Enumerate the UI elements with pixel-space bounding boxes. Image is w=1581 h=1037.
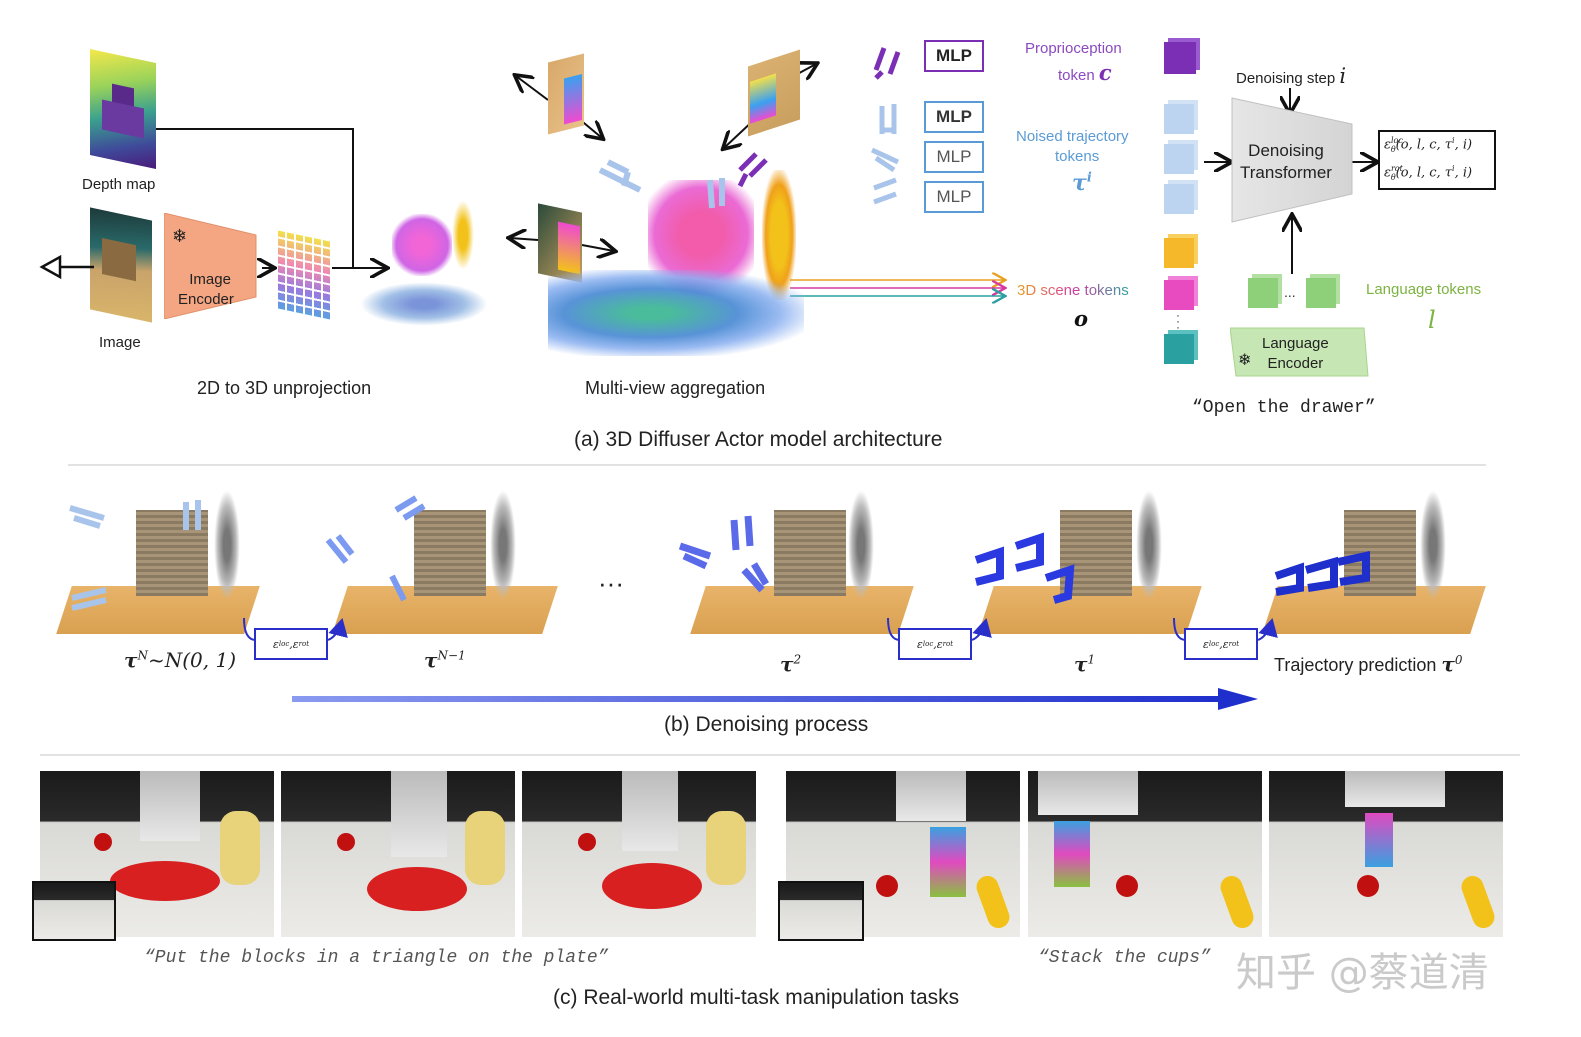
gripper-icons-aggregation [598, 152, 768, 209]
caption-b: (b) Denoising process [664, 713, 869, 736]
camera-icon [39, 254, 94, 280]
instruction-text: “Open the drawer” [1192, 398, 1376, 418]
trajectory-grippers [69, 495, 1370, 611]
language-tokens-label: Language tokens [1366, 281, 1482, 298]
divider-b [40, 754, 1520, 756]
step-symbol: i [1339, 64, 1347, 88]
tau-n-label: τN~N(0, 1) [124, 648, 236, 672]
language-dots: ... [1284, 284, 1296, 300]
trajectory-prediction-label: Trajectory prediction τ0 [1274, 652, 1463, 676]
snowflake-icon-language: ❄ [1238, 352, 1252, 369]
image-encoder-text: Image Encoder [178, 271, 234, 308]
tau-1-label: τ1 [1074, 652, 1096, 676]
scene-cube-1 [1164, 238, 1194, 268]
trajectory-cube-3 [1164, 184, 1194, 214]
output-box [1378, 130, 1496, 190]
task2-photo-2 [1028, 771, 1262, 937]
scene-cube-dots: ··· [1176, 308, 1180, 334]
output-loc: εlocθ(o, l, c, τi, i) [1384, 136, 1473, 154]
denoising-step-label: Denoising step i [1236, 64, 1347, 88]
scene-tau-2 [690, 486, 914, 636]
arrows-a [156, 0, 1581, 460]
tau-i-symbol: τi [1072, 170, 1092, 196]
noised-tokens-label: tokens [1055, 148, 1100, 165]
snowflake-icon: ❄ [172, 226, 188, 246]
output-rot: εrotθ(o, l, c, τi, i) [1384, 164, 1473, 182]
scene-cube-2 [1164, 280, 1194, 310]
trajectory-cube-1 [1164, 104, 1194, 134]
mlp-trajectory-3: MLP [924, 181, 984, 213]
caption-a: (a) 3D Diffuser Actor model architecture [574, 428, 943, 451]
task2-inset [778, 881, 864, 941]
task2-instruction: “Stack the cups” [1038, 948, 1211, 968]
language-symbol: l [1428, 306, 1436, 334]
language-encoder-label: Language Encoder [1262, 335, 1329, 372]
image-encoder-label: Image Encoder [178, 250, 234, 310]
gripper-icons-mlp [870, 47, 901, 205]
divider-a [68, 464, 1486, 466]
scene-tokens-label: 3D scene tokens [1017, 282, 1129, 299]
task1-photo-3 [522, 771, 756, 937]
proprioception-token-label: token c [1058, 60, 1112, 85]
aggregated-point-cloud [548, 150, 808, 360]
tau-n-1-label: τN−1 [424, 648, 466, 672]
unprojection-label: 2D to 3D unprojection [197, 378, 372, 398]
denoising-transformer-block [1231, 97, 1353, 223]
task1-inset [32, 881, 116, 941]
mlp-trajectory-2: MLP [924, 141, 984, 173]
proprioception-label: Proprioception [1025, 40, 1122, 57]
proprio-cube [1164, 42, 1196, 74]
task2-photo-1 [786, 771, 1020, 937]
language-cube-1 [1248, 278, 1278, 308]
transformer-label: Denoising Transformer [1240, 141, 1332, 182]
mlp-trajectory-1: MLP [924, 101, 984, 133]
language-cube-2 [1306, 278, 1336, 308]
language-encoder-block [1230, 327, 1369, 377]
depth-map-label: Depth map [82, 176, 156, 193]
caption-c: (c) Real-world multi-task manipulation t… [553, 986, 960, 1009]
trajectory-cube-2 [1164, 144, 1194, 174]
ellipsis: ··· [598, 568, 624, 598]
tau-2-label: τ2 [780, 652, 802, 676]
scene-tau-n-1 [332, 486, 558, 636]
task2-photo-3 [1269, 771, 1503, 937]
unprojected-point-cloud [356, 196, 490, 332]
scene-symbol: o [1074, 306, 1089, 331]
watermark: 知乎 @蔡道清 [1236, 950, 1489, 996]
proprio-symbol: c [1098, 60, 1112, 85]
scene-cube-3 [1164, 334, 1194, 364]
image-label: Image [99, 334, 141, 351]
task1-photo-2 [281, 771, 515, 937]
mlp-proprioception: MLP [924, 40, 984, 72]
image-encoder-block [164, 213, 257, 319]
camera-view-1 [548, 53, 584, 135]
aggregation-label: Multi-view aggregation [585, 378, 766, 398]
task1-instruction: “Put the blocks in a triangle on the pla… [144, 948, 609, 968]
denoise-step-arrows [243, 617, 1278, 710]
noised-trajectory-label: Noised trajectory [1016, 128, 1129, 145]
